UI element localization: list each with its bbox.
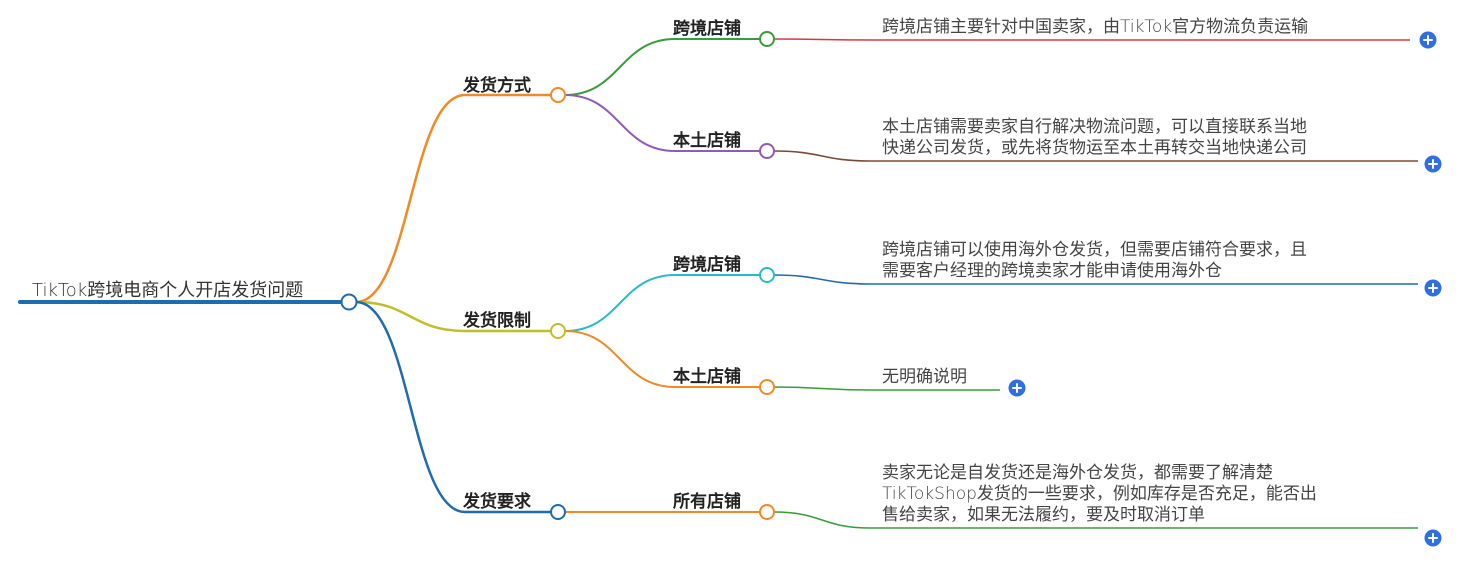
mindmap-nodes: TikTok跨境电商个人开店发货问题发货方式跨境店铺跨境店铺主要针对中国卖家，由… xyxy=(32,17,1442,547)
note-connector-3-1 xyxy=(773,511,871,529)
leaf-connector-2-2 xyxy=(564,330,676,388)
branch-topic-label-2[interactable]: 发货限制 xyxy=(462,310,531,331)
root-topic-label[interactable]: TikTok跨境电商个人开店发货问题 xyxy=(32,280,303,301)
note-line: 跨境店铺可以使用海外仓发货，但需要店铺符合要求，且 xyxy=(882,239,1307,260)
plus-icon xyxy=(1428,533,1438,543)
leaf-collapse-toggle-3-1[interactable] xyxy=(759,504,775,520)
note-text-2-2[interactable]: 无明确说明 xyxy=(882,367,967,387)
note-line: 本土店铺需要卖家自行解决物流问题，可以直接联系当地 xyxy=(882,117,1307,137)
leaf-topic-label-2-1[interactable]: 跨境店铺 xyxy=(673,254,741,275)
branch-connector-3 xyxy=(355,300,466,514)
note-text-2-1[interactable]: 跨境店铺可以使用海外仓发货，但需要店铺符合要求，且需要客户经理的跨境卖家才能申请… xyxy=(882,239,1307,281)
leaf-connector-2-1 xyxy=(564,274,676,332)
note-line: 无明确说明 xyxy=(882,367,967,387)
branch-topic-label-3[interactable]: 发货要求 xyxy=(462,491,531,512)
note-line: 售给卖家，如果无法履约，要及时取消订单 xyxy=(882,505,1205,525)
plus-icon xyxy=(1423,35,1433,45)
expand-plus-button-2-2[interactable] xyxy=(1008,379,1026,397)
note-line: 需要客户经理的跨境卖家才能申请使用海外仓 xyxy=(882,260,1222,281)
note-line: TikTokShop发货的一些要求，例如库存是否充足，能否出 xyxy=(882,484,1317,504)
note-connector-1-1 xyxy=(773,38,871,41)
expand-plus-button-1-1[interactable] xyxy=(1419,31,1437,49)
leaf-collapse-toggle-2-1[interactable] xyxy=(759,267,775,283)
note-line: 卖家无论是自发货还是海外仓发货，都需要了解清楚 xyxy=(882,463,1273,483)
plus-icon xyxy=(1428,283,1438,293)
leaf-topic-label-1-2[interactable]: 本土店铺 xyxy=(673,130,741,151)
leaf-connector-1-1 xyxy=(564,38,676,96)
leaf-topic-label-1-1[interactable]: 跨境店铺 xyxy=(673,18,741,39)
branch-connector-2 xyxy=(355,300,466,333)
note-connector-1-2 xyxy=(773,150,871,162)
expand-plus-button-1-2[interactable] xyxy=(1424,155,1442,173)
note-line: 快递公司发货，或先将货物运至本土再转交当地快递公司 xyxy=(882,138,1307,158)
mindmap-links xyxy=(18,38,1418,529)
leaf-topic-label-3-1[interactable]: 所有店铺 xyxy=(673,491,741,512)
leaf-collapse-toggle-1-2[interactable] xyxy=(759,143,775,159)
branch-collapse-toggle-2[interactable] xyxy=(550,323,566,339)
note-connector-2-2 xyxy=(773,386,871,391)
note-text-1-1[interactable]: 跨境店铺主要针对中国卖家，由TikTok官方物流负责运输 xyxy=(882,17,1308,37)
branch-collapse-toggle-1[interactable] xyxy=(550,87,566,103)
root-collapse-toggle[interactable] xyxy=(340,293,358,311)
branch-connector-1 xyxy=(355,93,466,304)
plus-icon xyxy=(1428,159,1438,169)
branch-collapse-toggle-3[interactable] xyxy=(550,504,566,520)
leaf-collapse-toggle-2-2[interactable] xyxy=(759,379,775,395)
note-connector-2-1 xyxy=(773,274,871,285)
plus-icon xyxy=(1012,383,1022,393)
note-text-1-2[interactable]: 本土店铺需要卖家自行解决物流问题，可以直接联系当地快递公司发货，或先将货物运至本… xyxy=(882,117,1307,158)
expand-plus-button-3-1[interactable] xyxy=(1424,529,1442,547)
leaf-connector-1-2 xyxy=(564,94,676,152)
leaf-topic-label-2-2[interactable]: 本土店铺 xyxy=(673,366,741,387)
expand-plus-button-2-1[interactable] xyxy=(1424,279,1442,297)
branch-topic-label-1[interactable]: 发货方式 xyxy=(462,75,531,96)
leaf-collapse-toggle-1-1[interactable] xyxy=(759,31,775,47)
note-line: 跨境店铺主要针对中国卖家，由TikTok官方物流负责运输 xyxy=(882,17,1308,37)
